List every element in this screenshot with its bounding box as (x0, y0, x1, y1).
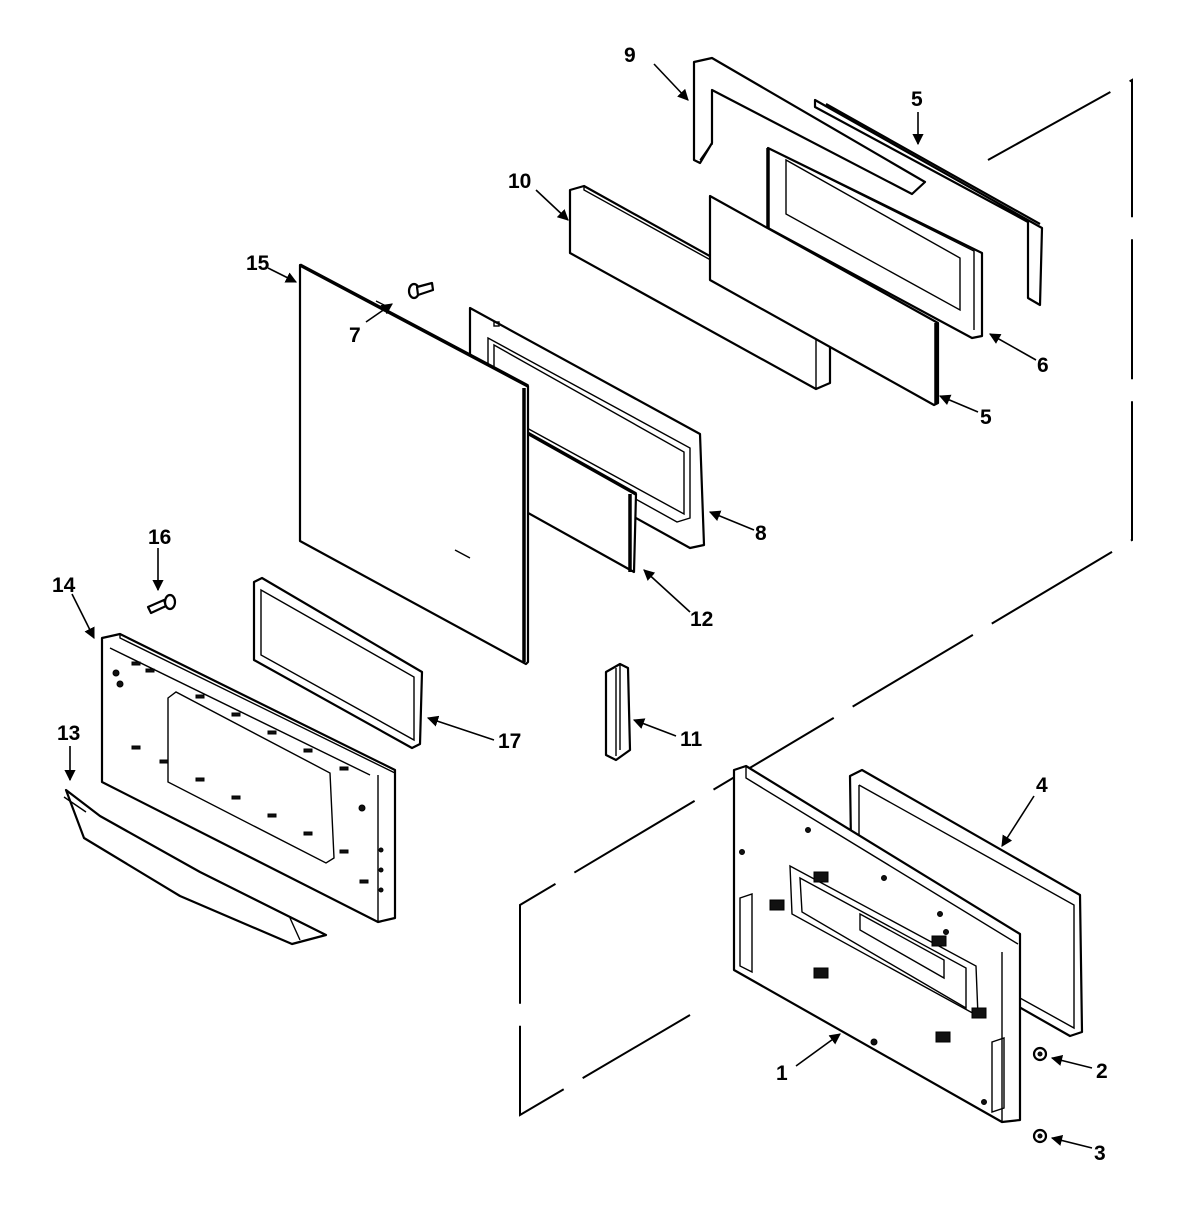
part-9-top-trim (692, 56, 927, 196)
callout-5-upper: 5 (911, 88, 923, 111)
part-5-lower-glass (708, 194, 940, 407)
callout-16: 16 (148, 526, 171, 549)
part-5-upper-glass (813, 98, 1044, 307)
callout-1: 1 (776, 1062, 788, 1085)
part-6-frame (766, 146, 984, 340)
callout-14: 14 (52, 574, 76, 597)
callout-8: 8 (755, 522, 767, 545)
callout-labels: 9 5 10 7 6 5 8 15 12 16 14 17 11 13 4 2 … (52, 44, 1108, 1165)
part-1-inner-liner (732, 764, 1022, 1124)
callout-9: 9 (624, 44, 636, 67)
callout-13: 13 (57, 722, 80, 745)
callout-7: 7 (349, 324, 361, 347)
callout-17: 17 (498, 730, 521, 753)
callout-15: 15 (246, 252, 270, 275)
part-16-screw (146, 593, 177, 615)
callout-6: 6 (1037, 354, 1049, 377)
leader-arrows (64, 63, 1093, 1149)
assembly-boundary-dashed-line (519, 78, 1133, 1117)
callout-12: 12 (690, 608, 713, 631)
part-2-nut (1032, 1046, 1048, 1062)
callout-10: 10 (508, 170, 531, 193)
part-11-hinge-bracket (604, 662, 632, 762)
part-7-screw (407, 281, 435, 300)
callout-2: 2 (1096, 1060, 1108, 1083)
part-13-handle (63, 788, 328, 946)
callout-11: 11 (680, 728, 703, 751)
part-14-outer-panel (100, 632, 397, 924)
callout-3: 3 (1094, 1142, 1106, 1165)
callout-4: 4 (1036, 774, 1048, 797)
callout-5-lower: 5 (980, 406, 992, 429)
part-3-nut (1032, 1128, 1048, 1144)
part-17-gasket (252, 576, 424, 750)
